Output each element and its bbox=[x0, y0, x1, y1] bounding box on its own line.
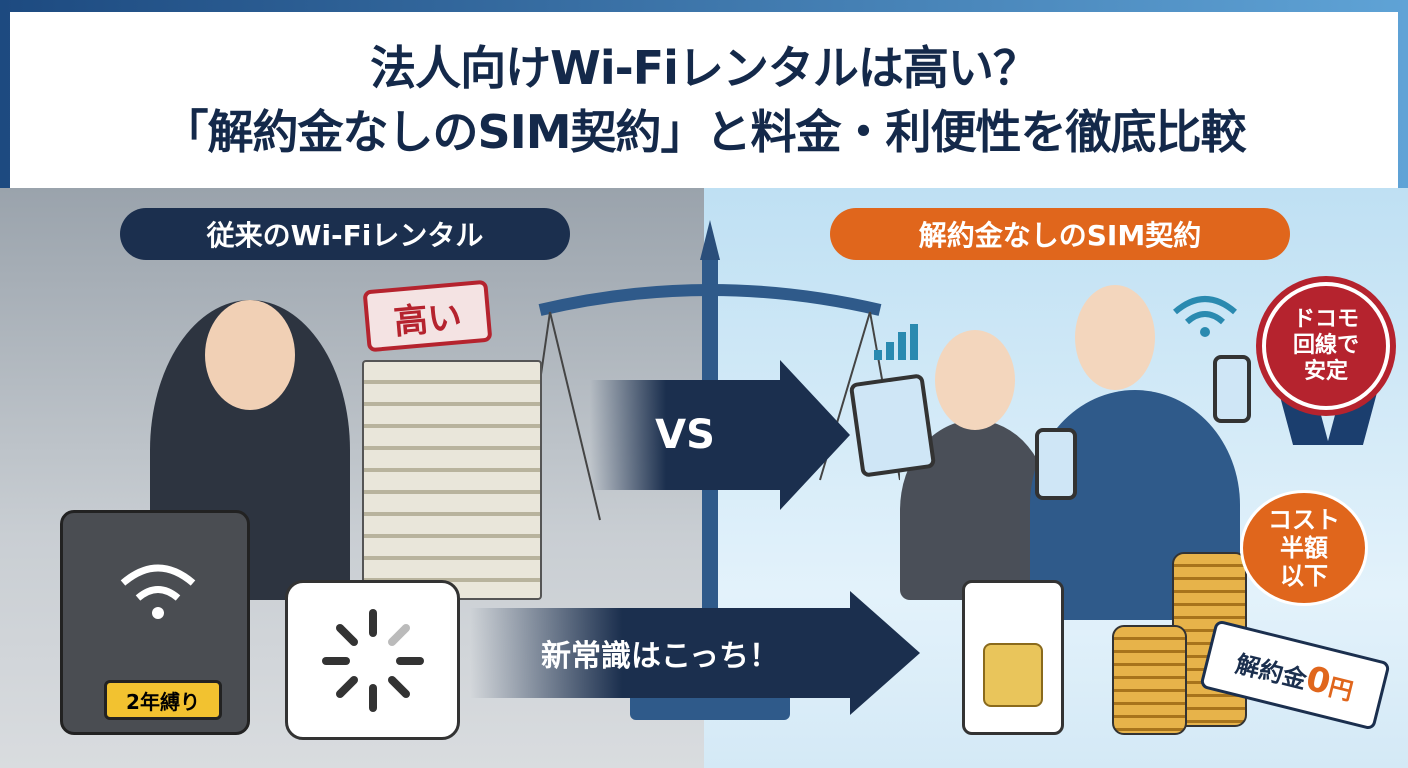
cost-half-bubble: コスト 半額 以下 bbox=[1240, 490, 1368, 606]
two-year-lock-label: 2年縛り bbox=[104, 680, 222, 720]
sim-card-icon bbox=[962, 580, 1064, 735]
vs-text: VS bbox=[590, 380, 780, 490]
businessman-head bbox=[205, 300, 295, 410]
coin-stack-illustration bbox=[1112, 625, 1187, 735]
tag-text: 解約金 bbox=[1232, 649, 1310, 694]
bubble-line: コスト bbox=[1268, 506, 1340, 534]
businessman-smiling-head bbox=[1075, 285, 1155, 390]
wifi-signal-icon bbox=[1173, 296, 1237, 337]
vs-arrow: VS bbox=[590, 360, 850, 510]
sim-chip-icon bbox=[983, 643, 1043, 707]
bubble-line: 半額 bbox=[1280, 534, 1328, 562]
title-line-1: 法人向けWi-Fiレンタルは高い？ bbox=[370, 41, 1039, 95]
label-traditional-wifi-rental: 従来のWi-Fiレンタル bbox=[120, 208, 570, 260]
tablet-icon bbox=[848, 373, 937, 478]
businesswoman-head bbox=[935, 330, 1015, 430]
new-standard-arrow: 新常識はこっち！ bbox=[470, 591, 920, 715]
loading-spinner-icon bbox=[285, 580, 460, 740]
signal-bars-icon bbox=[874, 324, 918, 360]
docomo-stable-seal: ドコモ 回線で 安定 bbox=[1262, 282, 1390, 410]
expensive-stamp: 高い bbox=[362, 279, 493, 353]
money-stack-illustration bbox=[362, 360, 542, 600]
title-line-2: 「解約金なしのSIM契約」と料金・利便性を徹底比較 bbox=[162, 105, 1246, 159]
label-sim-contract: 解約金なしのSIM契約 bbox=[830, 208, 1290, 260]
smartphone-icon bbox=[1213, 355, 1251, 423]
new-standard-text: 新常識はこっち！ bbox=[470, 608, 850, 698]
seal-line: 回線で bbox=[1292, 333, 1359, 358]
seal-line: ドコモ bbox=[1292, 307, 1359, 332]
title-box: 法人向けWi-Fiレンタルは高い？ 「解約金なしのSIM契約」と料金・利便性を徹… bbox=[10, 12, 1398, 188]
smartphone-icon bbox=[1035, 428, 1077, 500]
seal-line: 安定 bbox=[1303, 359, 1348, 384]
wifi-icon bbox=[120, 564, 196, 619]
bubble-line: 以下 bbox=[1280, 562, 1328, 590]
